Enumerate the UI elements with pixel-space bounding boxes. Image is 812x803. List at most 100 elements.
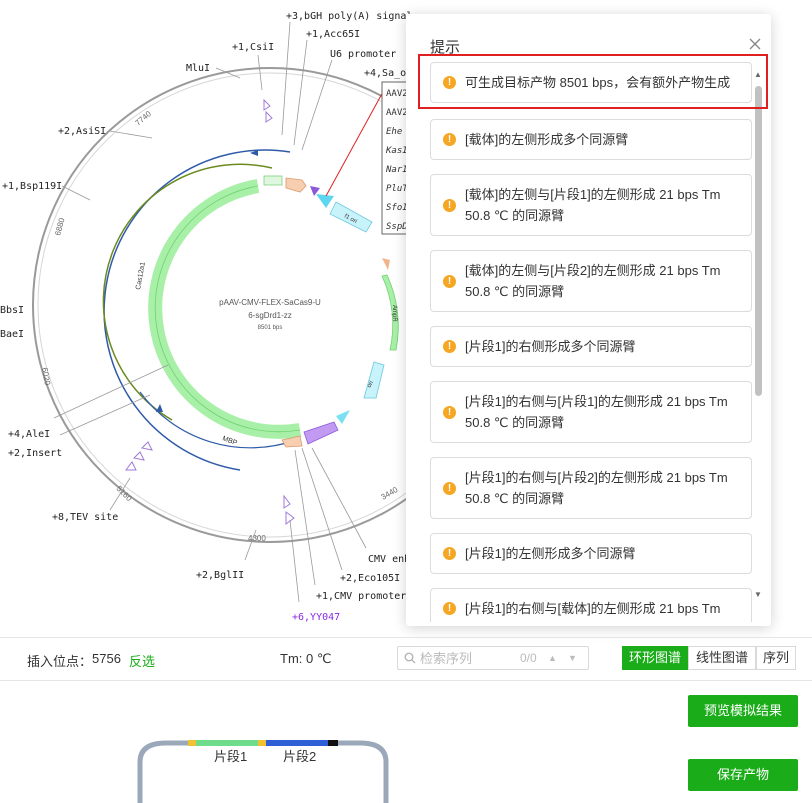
tick-label: 6020	[40, 367, 52, 387]
site-list-item[interactable]: AAV2	[386, 108, 408, 118]
blue-arc-2	[139, 391, 297, 449]
preview-segment-2	[282, 740, 328, 746]
feature-purple-small[interactable]	[310, 186, 320, 196]
site-label-bgh[interactable]: +3,bGH poly(A) signal	[286, 11, 412, 22]
plasmid-name-line2: 6-sgDrd1-zz	[248, 311, 292, 320]
feature-orange-bottom[interactable]	[281, 435, 303, 448]
feature-f1-ori[interactable]	[329, 201, 373, 233]
tab-circular-map[interactable]: 环形图谱	[622, 646, 688, 670]
preview-simulation-button[interactable]: 预览模拟结果	[688, 695, 798, 727]
site-label-alei[interactable]: +4,AleI	[8, 429, 50, 440]
tip-panel-title: 提示	[430, 39, 461, 56]
site-marker	[132, 451, 145, 461]
tip-item: ! 可生成目标产物 8501 bps，会有额外产物生成	[430, 62, 752, 103]
feature-small-green[interactable]	[263, 175, 283, 186]
preview-segment-1	[196, 740, 258, 746]
search-next-icon[interactable]: ▼	[568, 653, 577, 663]
site-line	[289, 519, 300, 603]
warning-icon: !	[443, 406, 456, 419]
site-list-item[interactable]: AAV2	[386, 89, 408, 99]
feature-label-cas12a1: Cas12a1	[135, 261, 147, 290]
site-label-cmv-promoter[interactable]: +1,CMV promoter	[316, 591, 406, 602]
feature-label-ori: ori	[367, 380, 376, 389]
search-box[interactable]: 0/0 ▲ ▼	[397, 646, 589, 670]
site-line	[301, 59, 333, 151]
feature-cas12a1[interactable]	[148, 179, 302, 439]
site-label-u6[interactable]: U6 promoter	[330, 49, 396, 60]
warning-icon: !	[443, 482, 456, 495]
site-list-item[interactable]: SspD	[386, 222, 408, 232]
product-preview: 片段1 片段2	[137, 740, 389, 803]
site-label-bsp119i[interactable]: +1,Bsp119I	[2, 181, 62, 192]
feature-ori[interactable]	[363, 361, 385, 399]
site-label-yy047[interactable]: +6,YY047	[292, 612, 340, 623]
site-label-eco105i[interactable]: +2,Eco105I	[340, 573, 400, 584]
tip-item-text: [载体]的左侧与[片段1]的左侧形成 21 bps Tm 50.8 ℃ 的同源臂	[465, 187, 721, 223]
search-icon	[404, 652, 416, 664]
warning-icon: !	[443, 133, 456, 146]
plasmid-name-line1: pAAV-CMV-FLEX-SaCas9-U	[219, 298, 321, 307]
scrollbar-thumb[interactable]	[755, 86, 762, 396]
preview-segment-1-label: 片段1	[214, 749, 247, 764]
site-label-csii[interactable]: +1,CsiI	[232, 42, 274, 53]
site-line	[311, 447, 367, 549]
tick-label: 4300	[248, 534, 266, 543]
insert-position-label: 插入位点：	[27, 654, 93, 669]
preview-segment-2-start	[266, 740, 282, 746]
divider	[0, 680, 812, 681]
site-label-asisi[interactable]: +2,AsiSI	[58, 126, 106, 137]
feature-label-f1-ori: f1 ori	[343, 213, 358, 225]
site-list-item[interactable]: NarI	[385, 165, 408, 175]
site-list-item[interactable]: PluT	[386, 184, 408, 194]
preview-junction	[188, 740, 196, 746]
feature-purple[interactable]	[303, 421, 339, 445]
site-line	[53, 364, 169, 419]
tab-sequence[interactable]: 序列	[756, 646, 796, 670]
site-label-bglii[interactable]: +2,BglII	[196, 570, 244, 581]
reverse-select-link[interactable]: 反选	[129, 654, 156, 669]
site-label-bbsi[interactable]: BbsI	[0, 305, 24, 316]
site-line	[109, 477, 131, 511]
site-line	[59, 394, 151, 436]
site-list-item[interactable]: SfoI	[386, 203, 408, 213]
feature-ampr[interactable]	[381, 274, 399, 351]
site-label-insert[interactable]: +2,Insert	[8, 448, 62, 459]
site-marker	[140, 441, 153, 451]
search-prev-icon[interactable]: ▲	[548, 653, 557, 663]
close-icon[interactable]	[747, 36, 763, 52]
preview-segment-2-label: 片段2	[283, 749, 316, 764]
site-label-mlui[interactable]: MluI	[186, 63, 210, 74]
feature-orange[interactable]	[285, 177, 307, 193]
scroll-up-icon[interactable]: ▲	[754, 70, 762, 79]
tip-list[interactable]: ! 可生成目标产物 8501 bps，会有额外产物生成 ! [载体]的左侧形成多…	[430, 62, 752, 622]
feature-cyan-small[interactable]	[336, 410, 350, 424]
site-label-acc65i[interactable]: +1,Acc65I	[306, 29, 360, 40]
site-label-cmv-enh[interactable]: CMV enh	[368, 554, 410, 565]
feature-label-mbp: MBP	[221, 435, 238, 447]
tip-item: ! [片段1]的左侧形成多个同源臂	[430, 533, 752, 574]
site-label-sa[interactable]: +4,Sa_o	[364, 68, 406, 79]
save-product-button[interactable]: 保存产物	[688, 759, 798, 791]
plasmid-map[interactable]: 7740 6880 6020 5160 4300 3440 Cas12a1 MB…	[0, 0, 812, 637]
site-line	[109, 130, 153, 139]
warning-icon: !	[443, 199, 456, 212]
site-line	[244, 529, 257, 561]
feature-orange-small[interactable]	[382, 258, 390, 270]
feature-cyan-arrow[interactable]	[316, 194, 334, 208]
tick-label: 7740	[134, 109, 154, 128]
site-line	[257, 54, 263, 91]
tab-linear-map[interactable]: 线性图谱	[688, 646, 756, 670]
site-list-item[interactable]: KasI	[385, 146, 408, 156]
tip-item-text: 可生成目标产物 8501 bps，会有额外产物生成	[465, 75, 731, 90]
site-label-baei[interactable]: BaeI	[0, 329, 24, 340]
site-list-item[interactable]: Ehe	[386, 127, 402, 137]
site-label-tev[interactable]: +8,TEV site	[52, 512, 118, 523]
search-count: 0/0	[520, 651, 537, 665]
preview-junction	[258, 740, 266, 746]
warning-icon: !	[443, 340, 456, 353]
site-pointer-red	[325, 89, 385, 197]
tip-item: ! [载体]的左侧与[片段2]的左侧形成 21 bps Tm 50.8 ℃ 的同…	[430, 250, 752, 312]
scroll-down-icon[interactable]: ▼	[754, 590, 762, 599]
search-input[interactable]	[420, 649, 520, 667]
